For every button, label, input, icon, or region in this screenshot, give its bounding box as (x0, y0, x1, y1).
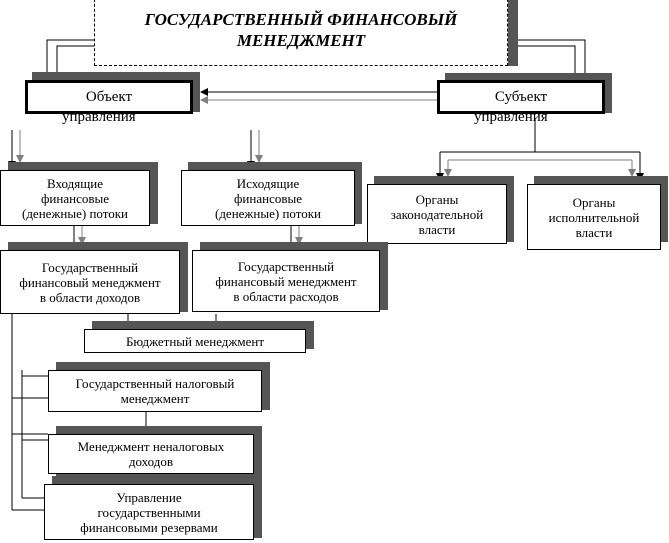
object-box: Объект (25, 80, 193, 114)
outgoing-arrows (247, 130, 263, 169)
income-subtree-connectors (11, 314, 147, 511)
incoming-flows-box: Входящие финансовые (денежные) потоки (0, 170, 150, 226)
subject-label-line2: управления (474, 109, 548, 125)
subject-authorities-connector (436, 118, 644, 181)
reserves-mgmt-box: Управление государственными финансовыми … (44, 484, 254, 540)
legislative-box: Органы законодательной власти (367, 184, 507, 244)
subject-box: Субъект (437, 80, 605, 114)
income-mgmt-box: Государственный финансовый менеджмент в … (0, 250, 180, 314)
outgoing-flows-box: Исходящие финансовые (денежные) потоки (181, 170, 355, 226)
title-subject-connector (508, 39, 586, 82)
diagram-title: ГОСУДАРСТВЕННЫЙ ФИНАНСОВЫЙ МЕНЕДЖМЕНТ (94, 0, 508, 66)
budget-mgmt-box: Бюджетный менеджмент (84, 329, 306, 353)
incoming-arrows (8, 130, 24, 169)
subject-label: Субъект (494, 88, 548, 105)
object-label-line2: управления (62, 109, 136, 125)
subject-object-arrows (200, 88, 437, 104)
title-object-connector (46, 39, 94, 80)
expense-mgmt-box: Государственный финансовый менеджмент в … (192, 250, 380, 312)
tax-mgmt-box: Государственный налоговый менеджмент (48, 370, 262, 412)
object-label: Объект (85, 88, 133, 105)
nontax-mgmt-box: Менеджмент неналоговых доходов (48, 434, 254, 474)
executive-box: Органы исполнительной власти (527, 184, 661, 250)
